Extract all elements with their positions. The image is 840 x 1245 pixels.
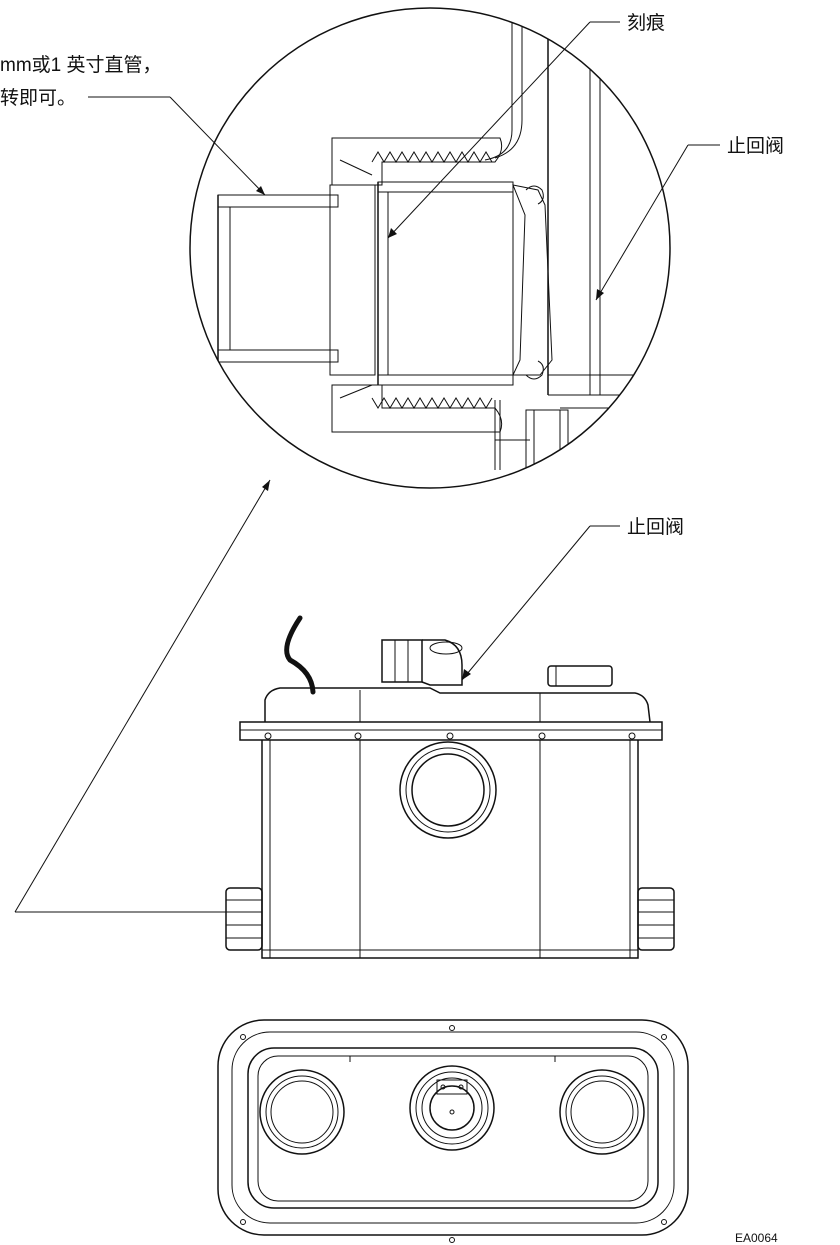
pump-top-view (217, 1019, 689, 1243)
union-nut (331, 137, 503, 433)
score-mark-label: 刻痕 (627, 12, 665, 34)
coupling-sleeve (377, 181, 514, 386)
labels: mm或1 英寸直管， 转即可。 刻痕 止回阀 止回阀 EA0064 (0, 12, 784, 1245)
center-port (399, 741, 497, 839)
top-center-port (409, 1065, 495, 1151)
leader-lines (14, 21, 720, 913)
detail-view (189, 7, 671, 489)
detail-circle-outline (189, 7, 671, 489)
check-valve-label-top: 止回阀 (727, 135, 784, 157)
top-right-port (559, 1069, 645, 1155)
left-union-fitting (225, 887, 263, 951)
top-left-port (259, 1069, 345, 1155)
elbow-outlet (381, 639, 463, 686)
tank-wall-lines (484, 8, 670, 470)
inlet-pipe (217, 184, 376, 376)
right-union-fitting (637, 887, 675, 951)
figure-code: EA0064 (735, 1231, 778, 1245)
valve-housing (512, 184, 553, 380)
inlet-note-line1: mm或1 英寸直管， (0, 54, 162, 76)
check-valve-label-mid: 止回阀 (627, 516, 684, 538)
inlet-note-line2: 转即可。 (0, 87, 76, 109)
pump-side-view (225, 615, 675, 959)
power-cable (284, 615, 316, 695)
